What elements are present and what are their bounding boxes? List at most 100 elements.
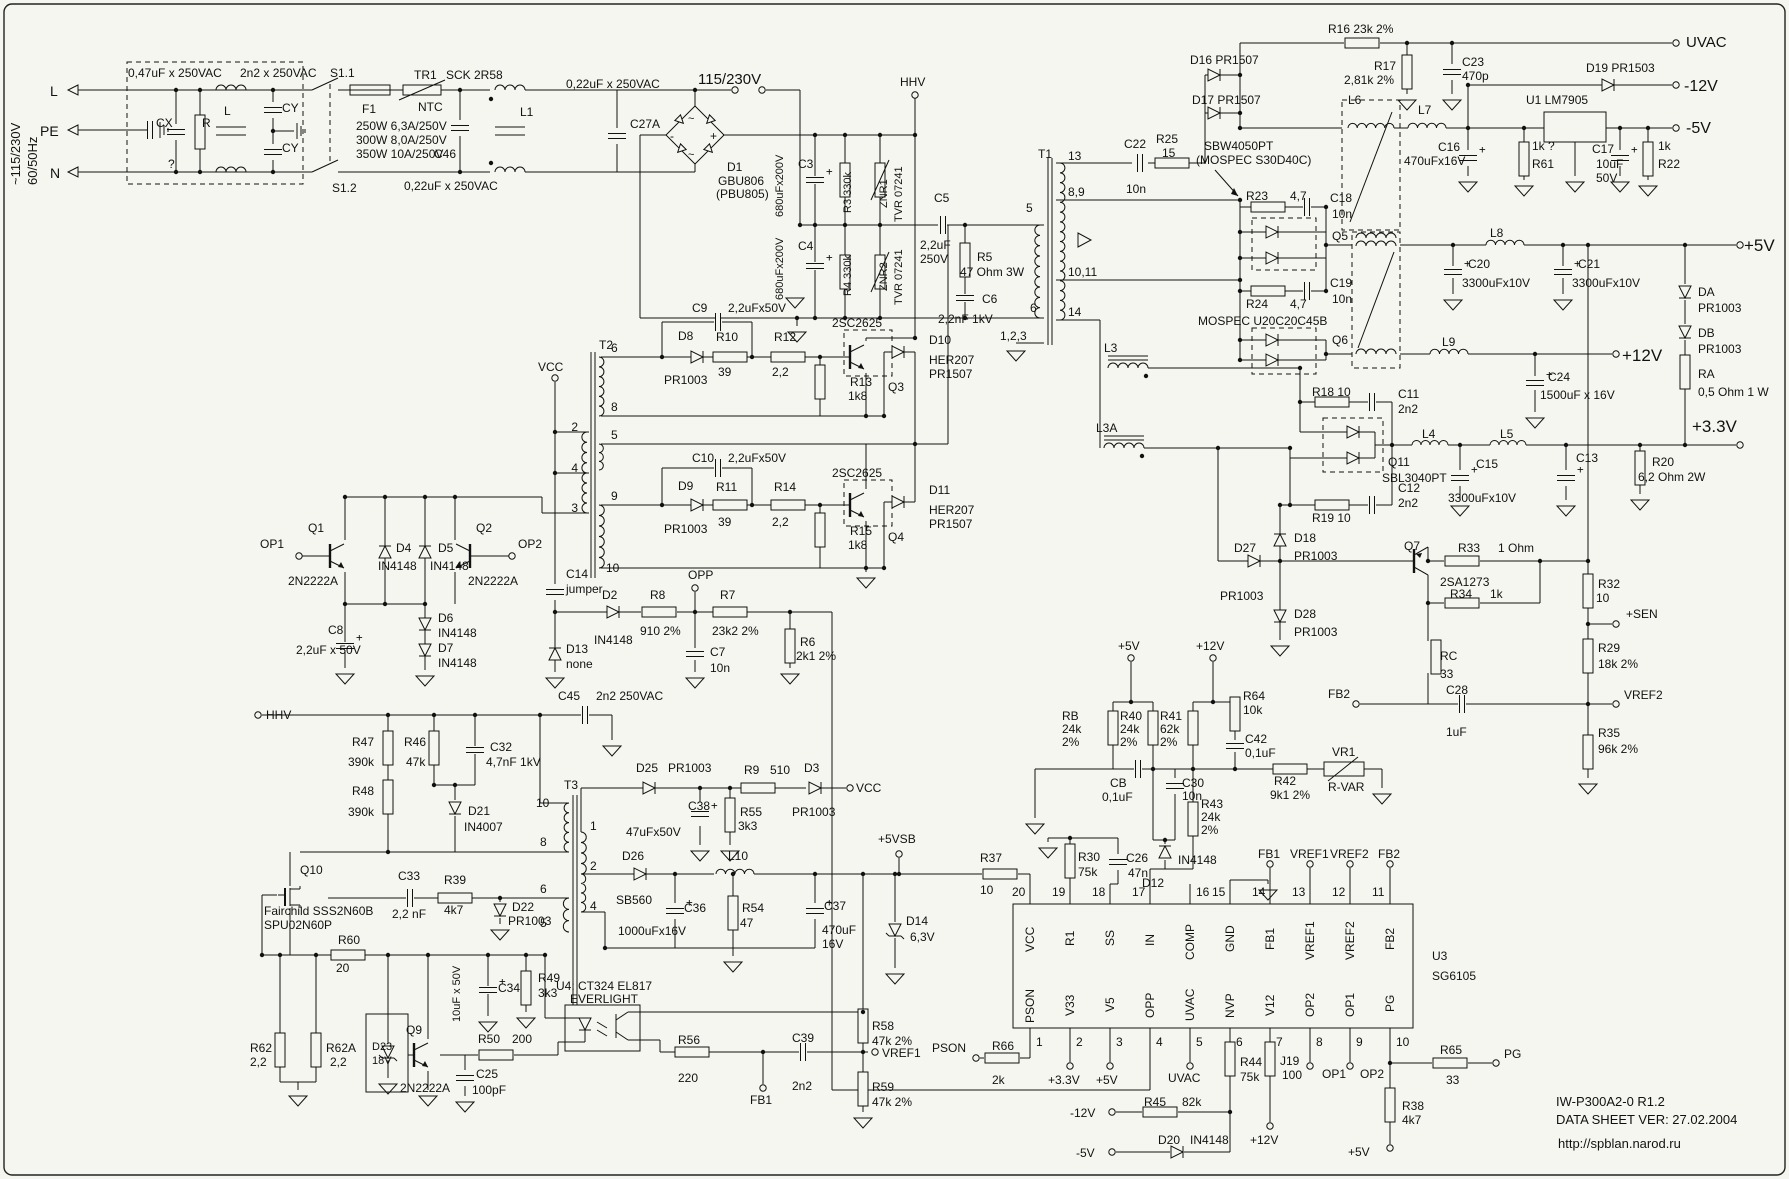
input-terminal-icon bbox=[66, 166, 79, 178]
component-box bbox=[564, 1004, 641, 1052]
terminal bbox=[1127, 654, 1135, 662]
terminal bbox=[295, 552, 303, 560]
junction bbox=[1287, 445, 1293, 451]
rect bbox=[582, 706, 588, 724]
resistor bbox=[839, 254, 851, 290]
label-+3.3v: +3.3V bbox=[1692, 417, 1738, 436]
label-r38: R38 bbox=[1402, 1099, 1424, 1113]
rect bbox=[1226, 743, 1244, 749]
label-5v: -5V bbox=[1076, 1146, 1095, 1160]
label-+12v: +12V bbox=[1622, 346, 1663, 365]
label-: ? bbox=[168, 157, 175, 171]
label-c36: C36 bbox=[684, 901, 706, 915]
label-r61: R61 bbox=[1532, 157, 1554, 171]
label-c10: C10 bbox=[692, 451, 714, 465]
diode bbox=[808, 781, 823, 795]
diode bbox=[1207, 106, 1222, 120]
label-fb2: FB2 bbox=[1383, 928, 1397, 950]
label-33: 33 bbox=[1440, 667, 1454, 681]
resistor bbox=[478, 1049, 514, 1061]
diode bbox=[1207, 68, 1222, 82]
diode bbox=[418, 617, 432, 632]
inductor bbox=[1347, 122, 1395, 129]
label-nvp: NVP bbox=[1223, 993, 1237, 1018]
label-10: 10 bbox=[1596, 591, 1610, 605]
label-mospec-u20c20c45b: MOSPEC U20C20C45B bbox=[1198, 314, 1327, 328]
junction bbox=[1682, 442, 1688, 448]
label-rb: RB bbox=[1062, 709, 1079, 723]
label-+5vsb: +5VSB bbox=[878, 832, 916, 846]
junction bbox=[497, 895, 503, 901]
ground-icon bbox=[1564, 181, 1586, 193]
junction bbox=[842, 315, 848, 321]
bridge-diode bbox=[702, 142, 714, 154]
label-15: 15 bbox=[1212, 885, 1226, 899]
label-r8: R8 bbox=[650, 588, 666, 602]
diode bbox=[1265, 225, 1280, 239]
label-vcc: VCC bbox=[538, 360, 564, 374]
junction bbox=[1237, 337, 1243, 343]
rect bbox=[1137, 154, 1143, 172]
rect bbox=[1526, 380, 1544, 386]
resistor bbox=[814, 364, 826, 400]
resistor bbox=[330, 949, 366, 961]
label-115-230v: ~115/230V bbox=[8, 122, 23, 185]
label-pr1003: PR1003 bbox=[508, 914, 552, 928]
label-c33: C33 bbox=[398, 869, 420, 883]
label-c16: C16 bbox=[1438, 140, 1460, 154]
label-d14: D14 bbox=[906, 914, 928, 928]
label-t3: T3 bbox=[564, 778, 578, 792]
label-470uf: 470uF bbox=[822, 923, 856, 937]
label-2: 2 bbox=[590, 859, 597, 873]
diode bbox=[1265, 353, 1280, 367]
label-24k: 24k bbox=[1120, 722, 1140, 736]
inductor bbox=[1411, 440, 1449, 446]
rect bbox=[691, 811, 709, 817]
junction bbox=[817, 502, 823, 508]
junction bbox=[457, 87, 463, 93]
diode bbox=[418, 643, 432, 658]
resistor bbox=[857, 1071, 869, 1107]
inductor bbox=[1355, 232, 1397, 239]
emitter-arrow bbox=[422, 1061, 428, 1067]
ground-icon bbox=[1396, 99, 1418, 111]
polarity-plus: + bbox=[1631, 143, 1638, 156]
label-c11: C11 bbox=[1398, 387, 1419, 401]
resistor bbox=[1444, 555, 1480, 567]
label-l: L bbox=[50, 83, 58, 99]
label-pg: PG bbox=[1504, 1047, 1521, 1061]
resistor bbox=[641, 606, 677, 618]
rect bbox=[1451, 475, 1469, 481]
label-hhv: HHV bbox=[900, 75, 925, 89]
resistor bbox=[382, 730, 394, 766]
label-2-2ufx50v: 2,2uFx50V bbox=[728, 301, 786, 315]
label-8-9: 8,9 bbox=[1068, 185, 1085, 199]
junction bbox=[817, 354, 823, 360]
label-d3: D3 bbox=[804, 761, 820, 775]
label-115-230v: 115/230V bbox=[698, 71, 761, 88]
rect bbox=[1557, 475, 1575, 481]
junction bbox=[270, 169, 276, 175]
junction bbox=[1563, 442, 1569, 448]
label-4-7: 4,7 bbox=[1290, 189, 1307, 203]
label-c9: C9 bbox=[692, 301, 708, 315]
label-6: 6 bbox=[1030, 301, 1037, 315]
label-250w-6-3a-250v: 250W 6,3A/250V bbox=[356, 119, 447, 133]
label-d4: D4 bbox=[396, 541, 412, 555]
junction bbox=[912, 441, 918, 447]
resistor bbox=[1432, 1057, 1468, 1069]
label-39: 39 bbox=[718, 365, 732, 379]
wire bbox=[1327, 756, 1359, 782]
label-http-spblan.narod.ru: http://spblan.narod.ru bbox=[1558, 1136, 1681, 1151]
junction bbox=[1237, 197, 1243, 203]
resistor bbox=[1142, 1106, 1178, 1118]
terminal bbox=[1266, 860, 1274, 868]
label-d27: D27 bbox=[1234, 541, 1256, 555]
rect bbox=[1304, 282, 1310, 300]
label-20: 20 bbox=[336, 961, 350, 975]
dashed-box bbox=[1251, 217, 1317, 271]
label-l8: L8 bbox=[1490, 226, 1504, 240]
junction bbox=[1585, 701, 1591, 707]
label-in4148: IN4148 bbox=[378, 559, 417, 573]
ground-icon bbox=[1024, 823, 1046, 835]
